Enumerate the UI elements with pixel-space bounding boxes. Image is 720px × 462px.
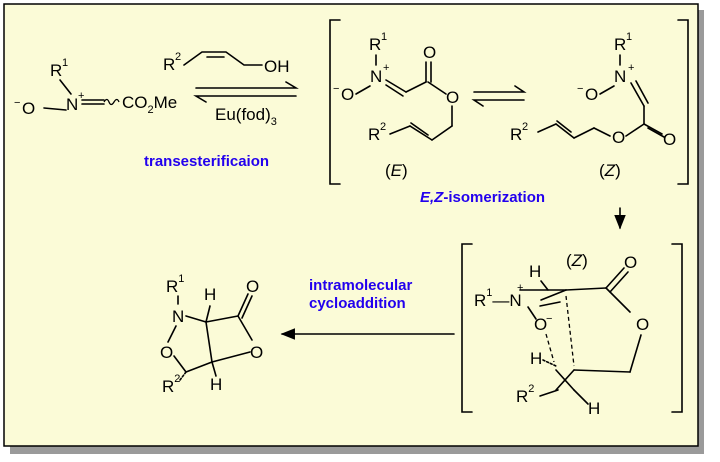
svg-text:O: O xyxy=(636,315,649,334)
svg-text:R: R xyxy=(368,125,380,144)
svg-text:O: O xyxy=(246,277,259,296)
svg-text:2: 2 xyxy=(522,121,528,133)
e-tag: (E) xyxy=(385,161,408,180)
svg-text:N: N xyxy=(614,67,626,86)
svg-text:H: H xyxy=(204,285,216,304)
bracket-left-1 xyxy=(329,19,341,185)
svg-text:H: H xyxy=(529,262,541,281)
panel-border xyxy=(3,3,699,447)
svg-text:H: H xyxy=(210,375,222,394)
svg-text:+: + xyxy=(383,62,389,74)
bicyclic-product: R1 N H O H R2 O O xyxy=(160,273,263,396)
transesterification-label: transesterificaion xyxy=(144,153,269,170)
svg-text:O: O xyxy=(612,128,625,147)
svg-text:−: − xyxy=(577,83,583,95)
svg-text:(Z): (Z) xyxy=(566,251,588,270)
svg-text:1: 1 xyxy=(381,31,387,43)
isomerization-label: E,Z-isomerization xyxy=(420,189,545,206)
svg-text:O: O xyxy=(624,253,637,272)
transition-state: (Z) H R1—N + O − O O H R2 H xyxy=(474,251,649,418)
reagent-label: Eu(fod)3 xyxy=(215,105,277,128)
svg-text:R: R xyxy=(510,125,522,144)
svg-text:+: + xyxy=(628,62,634,74)
svg-text:1: 1 xyxy=(62,57,68,69)
svg-text:R: R xyxy=(163,55,175,74)
svg-text:R1—N: R1—N xyxy=(474,287,522,310)
svg-text:2: 2 xyxy=(175,51,181,63)
bracket-right-2 xyxy=(671,243,683,413)
svg-text:−: − xyxy=(333,83,339,95)
panel-background xyxy=(4,4,698,446)
equilibrium-arrow-1 xyxy=(193,81,299,103)
equilibrium-arrow-2 xyxy=(471,85,527,107)
svg-text:O: O xyxy=(663,130,676,149)
svg-text:O: O xyxy=(160,343,173,362)
svg-text:R2: R2 xyxy=(162,373,180,396)
svg-text:H: H xyxy=(588,399,600,418)
svg-text:R: R xyxy=(369,35,381,54)
svg-text:CO2Me: CO2Me xyxy=(122,93,177,116)
bracket-right-1 xyxy=(677,19,689,185)
svg-text:O: O xyxy=(585,85,598,104)
svg-text:−: − xyxy=(546,313,552,325)
svg-text:R1: R1 xyxy=(166,273,184,296)
svg-text:O: O xyxy=(423,43,436,62)
bracket-left-2 xyxy=(461,243,473,413)
svg-text:R: R xyxy=(614,35,626,54)
svg-text:H: H xyxy=(530,349,542,368)
svg-text:2: 2 xyxy=(380,121,386,133)
z-ester: R 1 N + O − O O R 2 xyxy=(510,31,676,149)
svg-text:−: − xyxy=(14,97,20,109)
svg-text:O: O xyxy=(250,343,263,362)
svg-text:N: N xyxy=(66,95,78,114)
svg-text:N: N xyxy=(172,307,184,326)
svg-text:+: + xyxy=(517,282,523,294)
svg-text:O: O xyxy=(341,85,354,104)
nitrone-ester: R 1 N + O − CO2Me xyxy=(14,57,177,118)
svg-text:O: O xyxy=(534,315,547,334)
cycloaddition-label-2: cycloaddition xyxy=(309,295,406,312)
svg-text:+: + xyxy=(78,90,84,102)
cycloaddition-label-1: intramolecular xyxy=(309,277,413,294)
z-tag: (Z) xyxy=(599,161,621,180)
svg-text:R: R xyxy=(50,61,62,80)
svg-text:R2: R2 xyxy=(516,383,534,406)
e-ester: R 1 N + O − O O R 2 xyxy=(333,31,459,144)
svg-text:O: O xyxy=(446,88,459,107)
svg-text:O: O xyxy=(22,99,35,118)
svg-text:1: 1 xyxy=(626,31,632,43)
svg-text:N: N xyxy=(370,67,382,86)
allyl-alcohol: R 2 OH xyxy=(163,51,290,76)
svg-text:OH: OH xyxy=(264,57,290,76)
